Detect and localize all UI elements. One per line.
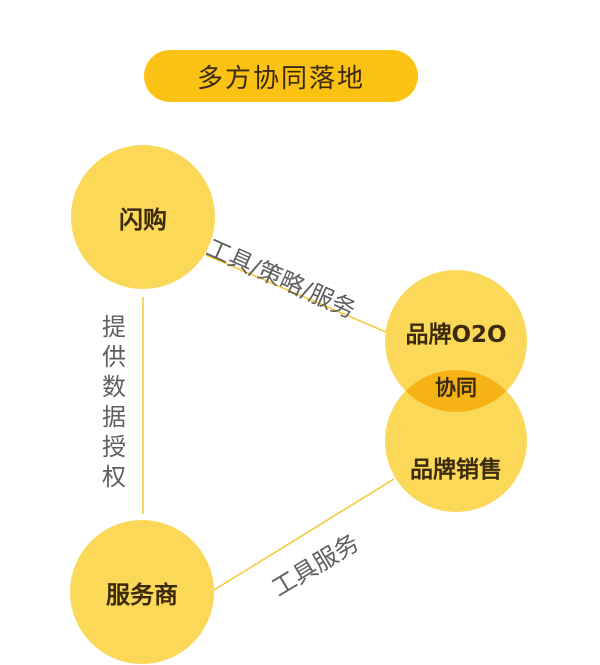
vertical-char: 据 [102,403,126,431]
vertical-char: 提 [102,313,126,341]
vertical-char: 权 [102,463,126,491]
node-service-provider: 服务商 [70,520,214,664]
node-flash-purchase-label: 闪购 [119,205,167,234]
vertical-char: 数 [102,373,126,401]
vertical-char: 供 [102,343,126,371]
edge-label-data-authorization: 提供数据授权 [100,312,128,492]
overlap-label: 协同 [435,376,477,400]
node-service-provider-label: 服务商 [106,580,178,609]
node-flash-purchase: 闪购 [71,145,215,289]
diagram-title: 多方协同落地 [144,50,418,102]
vertical-char: 授 [102,433,126,461]
node-brand-sales-label: 品牌销售 [410,457,502,483]
line-provider-to-brand [213,478,395,591]
node-brand-o2o-label: 品牌O2O [405,322,507,348]
line-flash-to-brand [205,254,387,333]
